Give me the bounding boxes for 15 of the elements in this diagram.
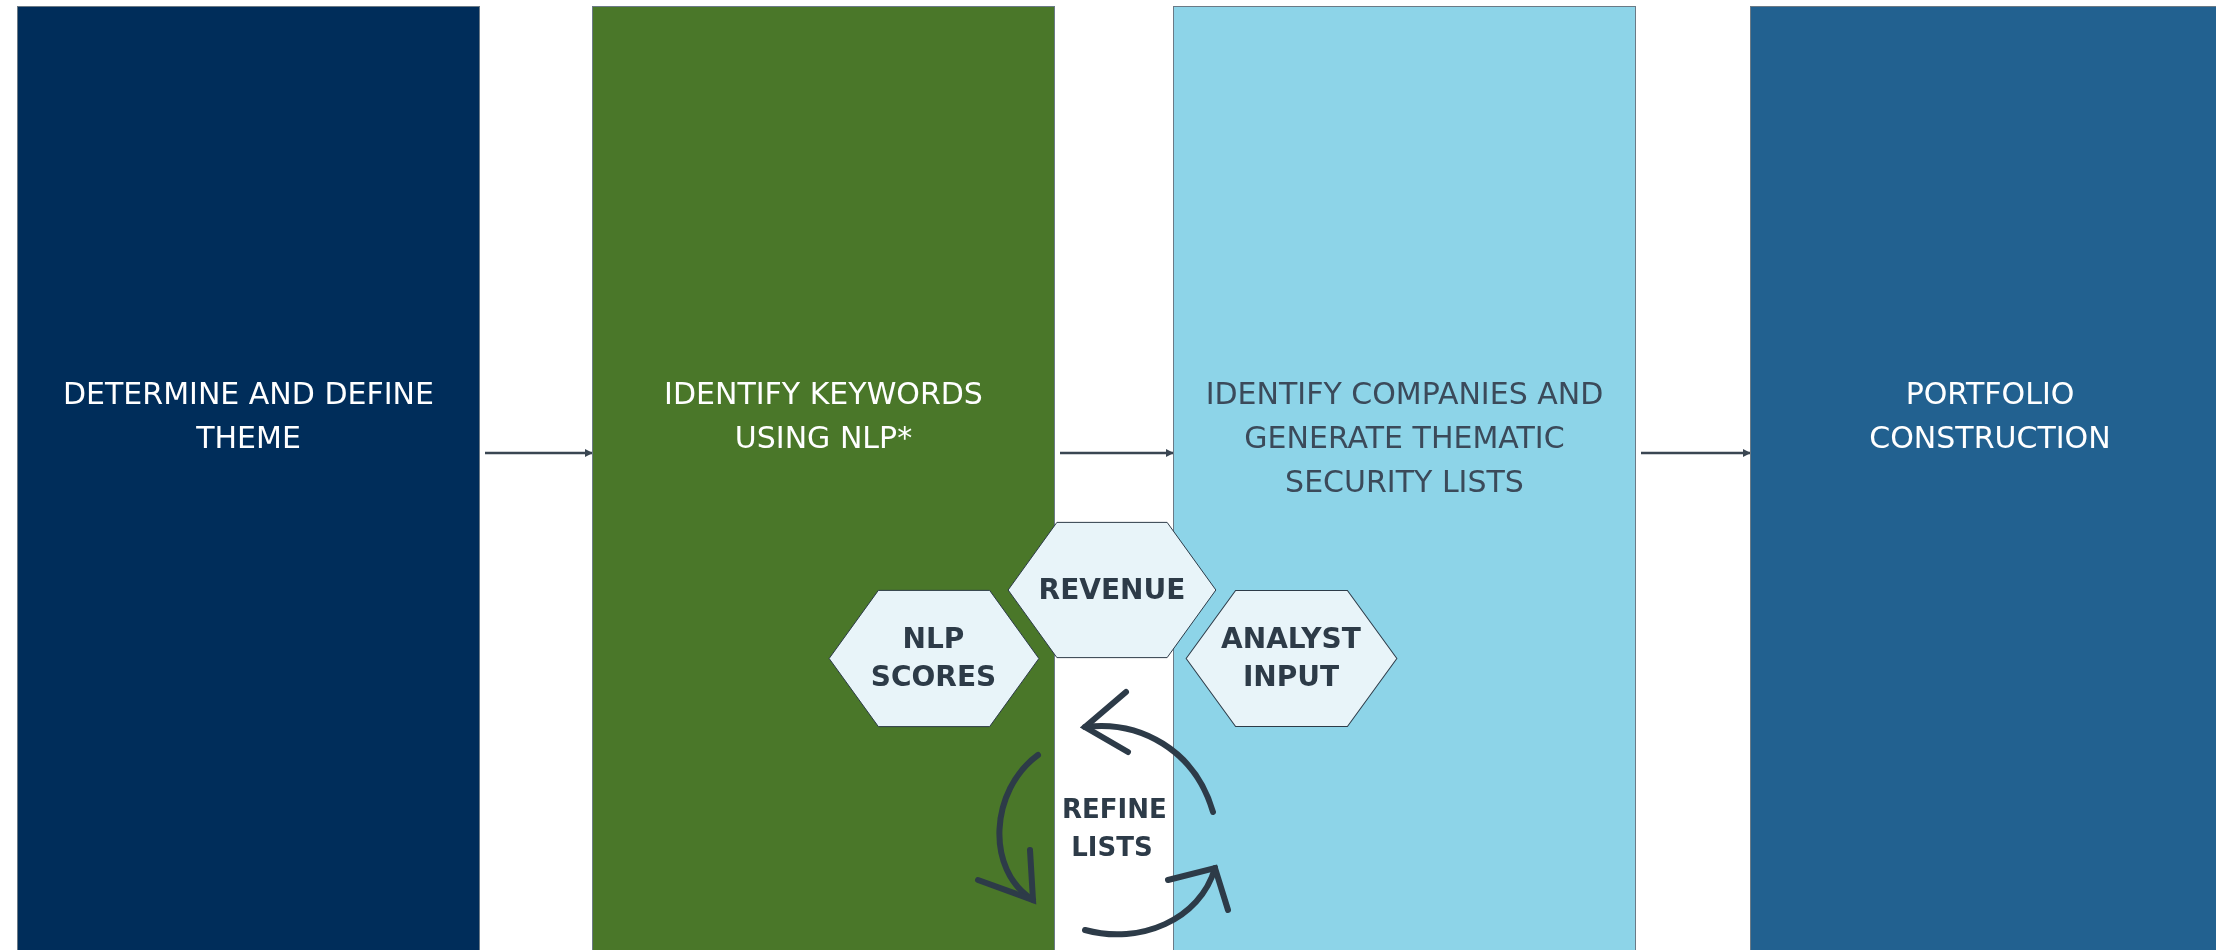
step-title: DETERMINE AND DEFINE THEME <box>62 375 435 457</box>
step-title: PORTFOLIO CONSTRUCTION <box>1868 375 2112 457</box>
hexagon-label: REVENUE <box>1038 572 1186 608</box>
hexagon-label: NLP SCORES <box>869 621 998 695</box>
hexagon-shape <box>826 588 1041 728</box>
hexagon-shape <box>1183 588 1399 728</box>
arrow <box>1641 449 1751 457</box>
process-column <box>17 6 480 950</box>
process-column <box>1750 6 2216 950</box>
step-title: IDENTIFY COMPANIES AND GENERATE THEMATIC SECURITY LISTS <box>1204 375 1605 501</box>
hexagon-label: ANALYST INPUT <box>1220 621 1362 695</box>
arrow <box>1060 449 1174 457</box>
arrow <box>485 449 593 457</box>
hexagon-shape <box>1006 521 1218 659</box>
step-title: IDENTIFY KEYWORDS USING NLP* <box>663 375 984 457</box>
